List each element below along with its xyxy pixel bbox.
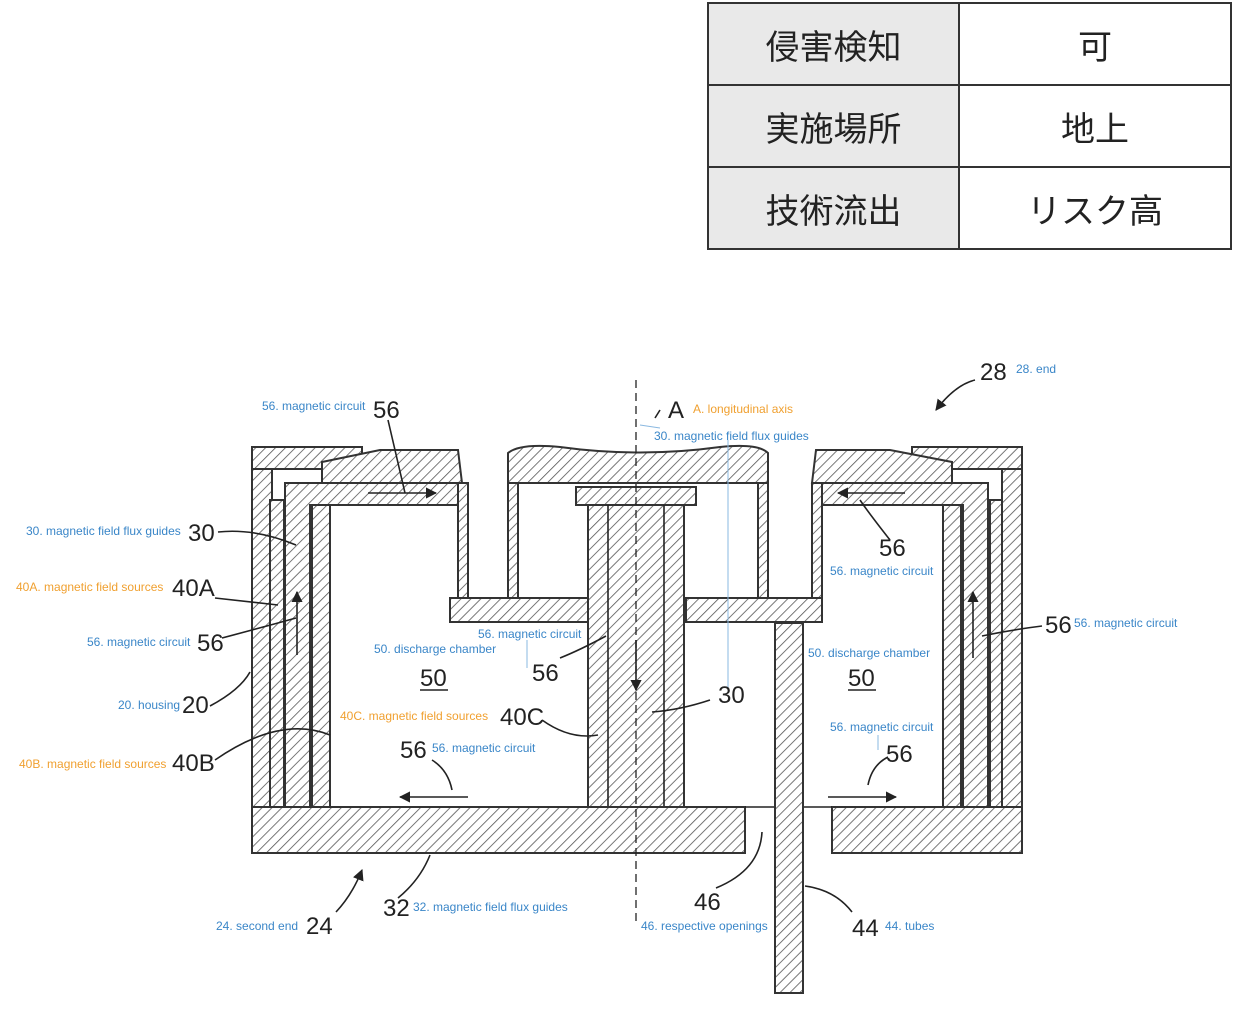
label-56-left: 56. magnetic circuit (87, 635, 191, 649)
label-40c: 40C. magnetic field sources (340, 709, 488, 723)
reference-numerals: 28 A 56 30 40A 56 20 40B 56 50 40C 56 30… (172, 359, 1072, 942)
tube-44 (774, 622, 804, 994)
numeral-30-center: 30 (718, 682, 745, 709)
annotation-labels: 28. end A. longitudinal axis 30. magneti… (16, 362, 1178, 933)
table-row: 侵害検知 可 (707, 2, 1232, 86)
label-56-top: 56. magnetic circuit (262, 399, 366, 413)
bottom-right-plate (831, 806, 1023, 854)
numeral-44: 44 (852, 915, 879, 942)
numeral-28: 28 (980, 359, 1007, 386)
label-50-right: 50. discharge chamber (808, 646, 930, 660)
numeral-56-center: 56 (532, 660, 559, 687)
label-56-bottom-left: 56. magnetic circuit (432, 741, 536, 755)
table-value-technology-leakage: リスク高 (958, 166, 1232, 250)
label-56-right: 56. magnetic circuit (1074, 616, 1178, 630)
right-magnet (989, 499, 1003, 808)
top-center-cap (507, 444, 769, 484)
label-46: 46. respective openings (641, 919, 768, 933)
label-44: 44. tubes (885, 919, 934, 933)
table-row: 実施場所 地上 (707, 84, 1232, 168)
label-56-bottom-right: 56. magnetic circuit (830, 720, 934, 734)
numeral-50-right: 50 (848, 665, 875, 692)
numeral-40b: 40B (172, 750, 215, 777)
numeral-46: 46 (694, 889, 721, 916)
label-32: 32. magnetic field flux guides (413, 900, 568, 914)
label-56-right-upper: 56. magnetic circuit (830, 564, 934, 578)
numeral-a: A (668, 397, 684, 424)
numeral-56-bottom-right: 56 (886, 741, 913, 768)
numeral-56-right: 56 (1045, 612, 1072, 639)
label-28: 28. end (1016, 362, 1056, 376)
numeral-40c: 40C (500, 704, 544, 731)
numeral-50-left: 50 (420, 665, 447, 692)
numeral-30-left: 30 (188, 520, 215, 547)
info-table: 侵害検知 可 実施場所 地上 技術流出 リスク高 (707, 2, 1232, 250)
top-left-cap (321, 449, 464, 484)
table-value-implementation-location: 地上 (958, 84, 1232, 168)
label-40a: 40A. magnetic field sources (16, 580, 163, 594)
table-key-technology-leakage: 技術流出 (707, 166, 960, 250)
label-30-top: 30. magnetic field flux guides (654, 429, 809, 443)
label-56-center: 56. magnetic circuit (478, 627, 582, 641)
numeral-56-right-upper: 56 (879, 535, 906, 562)
bottom-flux-guide (251, 806, 746, 854)
right-inner-wall (942, 504, 962, 808)
numeral-24: 24 (306, 913, 333, 940)
label-a: A. longitudinal axis (693, 402, 793, 416)
label-leaders (526, 424, 879, 750)
numeral-32: 32 (383, 895, 410, 922)
left-inner-wall (311, 504, 331, 808)
table-value-infringement-detection: 可 (958, 2, 1232, 86)
table-key-infringement-detection: 侵害検知 (707, 2, 960, 86)
right-cup (685, 482, 823, 623)
leader-lines (209, 379, 1043, 913)
left-cup (449, 482, 591, 623)
numeral-56-left: 56 (197, 630, 224, 657)
label-30-left: 30. magnetic field flux guides (26, 524, 181, 538)
numeral-56-bottom-left: 56 (400, 737, 427, 764)
label-50-left: 50. discharge chamber (374, 642, 496, 656)
left-magnet-40a (269, 499, 285, 808)
label-40b: 40B. magnetic field sources (19, 757, 166, 771)
top-right-cap (810, 449, 953, 484)
table-row: 技術流出 リスク高 (707, 166, 1232, 250)
numeral-20: 20 (182, 692, 209, 719)
numeral-56-top: 56 (373, 397, 400, 424)
magnetic-circuit-arrows (291, 487, 979, 803)
label-24: 24. second end (216, 919, 298, 933)
label-20: 20. housing (118, 698, 180, 712)
table-key-implementation-location: 実施場所 (707, 84, 960, 168)
numeral-40a: 40A (172, 575, 215, 602)
